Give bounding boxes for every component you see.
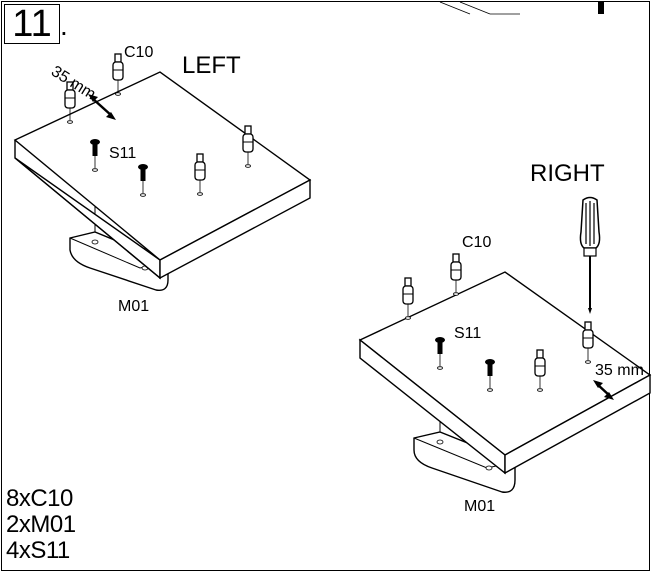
parts-list-item: 4xS11 — [6, 537, 70, 564]
step-number: 11 — [4, 4, 60, 44]
right-m01-label: M01 — [464, 498, 496, 515]
right-dimension-label: 35 mm — [595, 362, 644, 379]
right-panel-drawing — [358, 196, 652, 493]
left-c10-label: C10 — [124, 44, 154, 61]
left-s11-label: S11 — [109, 145, 137, 162]
parts-list-item: 2xM01 — [6, 511, 76, 538]
parts-list: 8xC10 2xM01 4xS11 — [6, 486, 76, 564]
previous-step-fragment — [439, 1, 604, 15]
right-s11-label: S11 — [454, 325, 482, 342]
left-m01-label: M01 — [118, 298, 150, 315]
parts-list-item: 8xC10 — [6, 485, 73, 512]
screwdriver-icon — [579, 196, 601, 314]
step-number-period: . — [60, 10, 68, 41]
left-panel-drawing — [13, 53, 312, 291]
right-c10-label: C10 — [462, 234, 492, 251]
right-view-title: RIGHT — [530, 160, 605, 187]
left-view-title: LEFT — [182, 52, 241, 79]
